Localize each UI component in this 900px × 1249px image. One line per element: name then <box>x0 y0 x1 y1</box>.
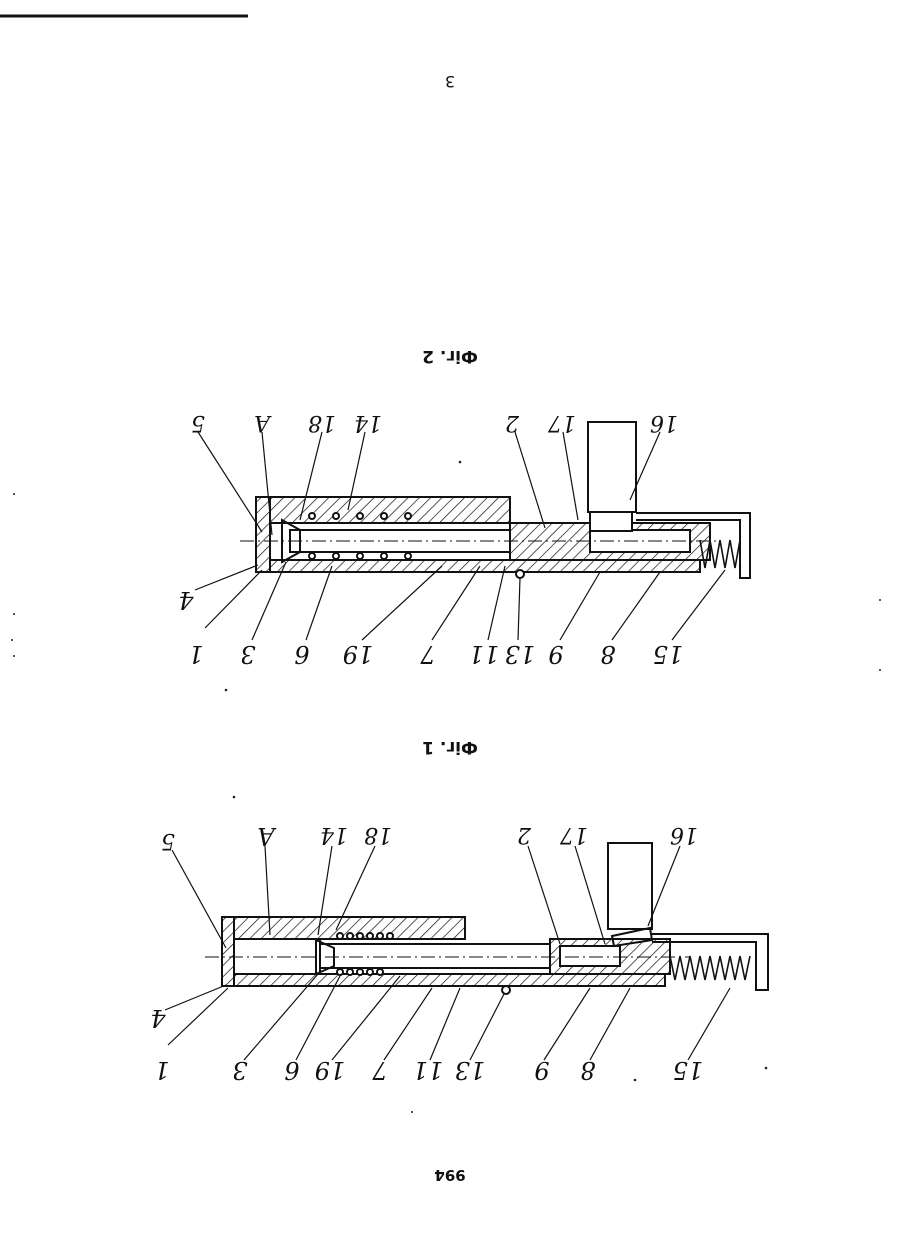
fig1-lever <box>608 843 652 929</box>
fig1-label-1: 1 <box>154 1056 169 1084</box>
fig2-label-16: 16 <box>650 410 678 435</box>
fig1-label-5: 5 <box>161 828 175 853</box>
fig1-label-13: 13 <box>455 1056 486 1084</box>
fig2-label-7: 7 <box>420 640 436 668</box>
fig1-slot <box>560 946 620 966</box>
fig1-end-cap <box>222 917 234 986</box>
fig2-label-13: 13 <box>505 640 536 668</box>
fig2-label-4: 4 <box>178 586 194 614</box>
fig1-label-2: 2 <box>517 822 532 847</box>
fig1-label-9: 9 <box>534 1056 549 1084</box>
fig2-label-2: 2 <box>505 410 520 435</box>
fig2-label-15: 15 <box>653 640 684 668</box>
fig2-label-19: 19 <box>343 640 374 668</box>
fig2-pin <box>590 511 632 531</box>
fig2-label-17: 17 <box>548 410 576 435</box>
fig2-label-14: 14 <box>354 410 382 435</box>
fig2-label-1: 1 <box>188 640 203 668</box>
fig2-label-9: 9 <box>548 640 563 668</box>
fig1-label-14: 14 <box>320 822 348 847</box>
fig2-ball-13 <box>516 570 524 578</box>
fig2-end-cap <box>256 497 270 572</box>
figure-1-caption: Фiг. 1 <box>422 737 478 757</box>
fig2-lever <box>588 422 636 512</box>
fig1-label-6: 6 <box>284 1056 299 1084</box>
fig1-housing-upper <box>225 917 465 939</box>
fig2-label-5: 5 <box>191 410 205 435</box>
footer-page-number: 994 <box>434 1166 465 1184</box>
fig1-label-11: 11 <box>413 1056 444 1084</box>
figure-1: Фiг. 1 <box>150 737 768 1084</box>
fig1-label-16: 16 <box>670 822 698 847</box>
fig1-label-A: A <box>257 822 276 850</box>
fig1-label-15: 15 <box>673 1056 704 1084</box>
fig1-label-8: 8 <box>580 1056 595 1084</box>
fig1-spring-15 <box>670 956 750 980</box>
fig2-label-11: 11 <box>469 640 500 668</box>
fig2-label-3: 3 <box>240 640 255 668</box>
fig1-housing-lower <box>225 974 665 986</box>
fig1-label-18: 18 <box>364 822 392 847</box>
fig1-label-7: 7 <box>372 1056 388 1084</box>
fig2-label-18: 18 <box>308 410 336 435</box>
fig1-label-3: 3 <box>232 1056 247 1084</box>
fig1-ball-13 <box>502 986 510 994</box>
fig2-label-8: 8 <box>600 640 615 668</box>
header-page-number: 3 <box>445 72 455 91</box>
fig1-label-19: 19 <box>315 1056 346 1084</box>
fig1-label-4: 4 <box>150 1004 166 1032</box>
fig2-label-A: A <box>254 410 272 435</box>
fig2-label-6: 6 <box>294 640 309 668</box>
fig1-label-17: 17 <box>560 822 588 847</box>
figure-2: Фiг. 2 <box>178 346 750 668</box>
figure-2-caption: Фiг. 2 <box>422 346 478 366</box>
